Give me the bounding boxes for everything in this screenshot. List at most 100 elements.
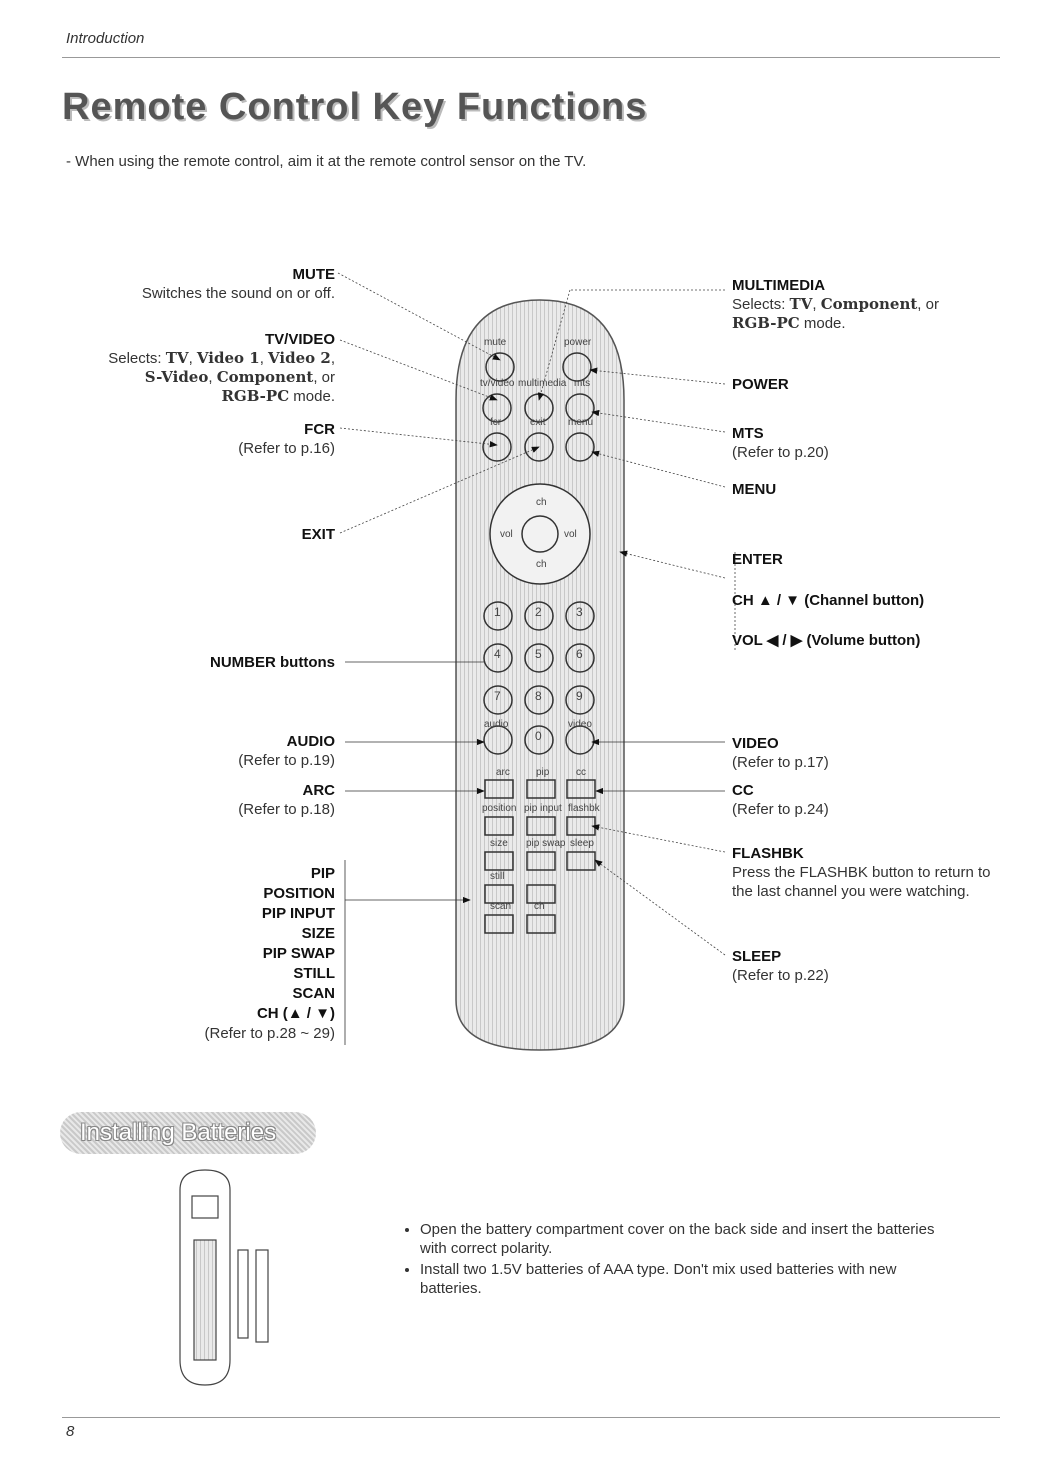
arc-button	[484, 779, 514, 799]
pip-label-group: PIP POSITION PIP INPUT SIZE PIP SWAP STI…	[205, 864, 336, 1044]
digit-5	[524, 643, 554, 673]
digit-7	[483, 685, 513, 715]
multimedia-desc-line1: Selects: TV, Component, or	[732, 295, 939, 313]
digit-label-4: 4	[494, 647, 501, 661]
digit-label-3: 3	[576, 605, 583, 619]
remote-label-pip-swap: pip swap	[526, 838, 566, 849]
audio-label-group: AUDIO (Refer to p.19)	[238, 732, 335, 770]
multimedia-opt-tv: TV	[789, 295, 813, 313]
cc-title: CC	[732, 782, 754, 799]
number-label-group: NUMBER buttons	[210, 653, 335, 672]
tvvideo-mode: mode.	[289, 388, 335, 405]
mute-label-group: MUTE Switches the sound on or off.	[142, 265, 335, 303]
arc-label-group: ARC (Refer to p.18)	[238, 781, 335, 819]
remote-label-arc: arc	[496, 767, 510, 778]
tvvideo-opt-component: Component	[216, 368, 314, 386]
menu-title: MENU	[732, 481, 777, 498]
remote-label-flashbk: flashbk	[568, 803, 600, 814]
remote-label-menu: menu	[568, 417, 594, 428]
pip-item-pip-swap: PIP SWAP	[262, 945, 335, 962]
digit-2	[524, 601, 554, 631]
remote-label-mute: mute	[484, 337, 507, 348]
remote-label-mts: mts	[574, 378, 591, 389]
tvvideo-opt-svideo: S-Video	[144, 368, 209, 386]
intro-text: - When using the remote control, aim it …	[66, 153, 587, 170]
multimedia-or: , or	[917, 296, 939, 313]
pip-button	[526, 779, 556, 799]
enter-label-group: ENTER	[732, 550, 783, 569]
remote-label-pip-ch: ch	[534, 901, 545, 912]
pip-chup-button	[526, 884, 556, 904]
exit-title: EXIT	[301, 526, 335, 543]
mts-button	[565, 393, 595, 423]
page-number: 8	[66, 1423, 75, 1440]
multimedia-opt-rgbpc: RGB-PC	[732, 314, 800, 332]
remote-label-position: position	[482, 803, 517, 814]
multimedia-title: MULTIMEDIA	[732, 277, 826, 294]
remote-label-exit: exit	[530, 417, 546, 428]
power-label-group: POWER	[732, 375, 789, 394]
tvvideo-comma: ,	[208, 369, 217, 386]
remote-label-ch-down: ch	[536, 559, 547, 570]
digit-label-2: 2	[535, 605, 542, 619]
digit-0	[524, 725, 554, 755]
sleep-label-group: SLEEP (Refer to p.22)	[732, 947, 829, 985]
mts-label-group: MTS (Refer to p.20)	[732, 424, 829, 462]
digit-label-8: 8	[535, 689, 542, 703]
position-button	[484, 816, 514, 836]
tvvideo-desc-line1: Selects: TV, Video 1, Video 2,	[108, 349, 335, 367]
scan-button	[484, 914, 514, 934]
pip-item-ch: CH (▲ / ▼)	[256, 1005, 335, 1022]
battery-illustration	[179, 1169, 269, 1386]
sleep-title: SLEEP	[732, 948, 782, 965]
mute-button	[485, 352, 515, 382]
digit-label-0: 0	[535, 729, 542, 743]
batteries-item: Install two 1.5V batteries of AAA type. …	[420, 1260, 940, 1298]
mute-title: MUTE	[292, 266, 336, 283]
flashbk-title: FLASHBK	[732, 845, 804, 862]
multimedia-label-group: MULTIMEDIA Selects: TV, Component, or RG…	[732, 276, 939, 333]
menu-label-group: MENU	[732, 480, 776, 499]
tvvideo-comma: ,	[259, 350, 269, 367]
tvvideo-comma: ,	[188, 350, 197, 367]
sleep-desc: (Refer to p.22)	[732, 967, 829, 984]
flashbk-label-group: FLASHBK Press the FLASHBK button to retu…	[732, 844, 992, 901]
power-button	[562, 352, 592, 382]
digit-label-1: 1	[494, 605, 501, 619]
batteries-list: Open the battery compartment cover on th…	[400, 1220, 940, 1300]
digit-label-5: 5	[535, 647, 542, 661]
section-label: Introduction	[66, 30, 145, 47]
video-label-group: VIDEO (Refer to p.17)	[732, 734, 829, 772]
cc-label-group: CC (Refer to p.24)	[732, 781, 829, 819]
pip-chdown-button	[526, 914, 556, 934]
pip-item-scan: SCAN	[292, 985, 335, 1002]
tvvideo-opt-rgbpc: RGB-PC	[221, 387, 290, 405]
digit-label-6: 6	[576, 647, 583, 661]
batteries-item: Open the battery compartment cover on th…	[420, 1220, 940, 1258]
ch-label-group: CH ▲ / ▼ (Channel button)	[732, 591, 924, 610]
bottom-divider	[62, 1417, 1000, 1418]
fcr-button	[482, 432, 512, 462]
tvvideo-or: , or	[313, 369, 335, 386]
remote-label-fcr: fcr	[490, 417, 502, 428]
exit-label-group: EXIT	[302, 525, 335, 544]
mute-desc: Switches the sound on or off.	[141, 285, 335, 302]
pip-desc: (Refer to p.28 ~ 29)	[204, 1025, 336, 1042]
multimedia-opt-component: Component	[820, 295, 918, 313]
pip-item-position: POSITION	[263, 885, 335, 902]
remote-label-scan: scan	[490, 901, 512, 912]
top-divider	[62, 57, 1000, 58]
batteries-heading: Installing Batteries	[60, 1112, 316, 1154]
mts-desc: (Refer to p.20)	[732, 444, 829, 461]
remote-label-video: video	[568, 719, 592, 730]
mts-title: MTS	[732, 425, 764, 442]
remote-label-multimedia: multimedia	[518, 378, 567, 389]
digit-9	[565, 685, 595, 715]
multimedia-mode: mode.	[799, 315, 846, 332]
digit-8	[524, 685, 554, 715]
tvvideo-desc-line3: RGB-PC mode.	[108, 387, 335, 406]
digit-label-7: 7	[494, 689, 501, 703]
digit-4	[483, 643, 513, 673]
pip-item-still: STILL	[293, 965, 335, 982]
tvvideo-opt-video1: Video 1	[196, 349, 260, 367]
